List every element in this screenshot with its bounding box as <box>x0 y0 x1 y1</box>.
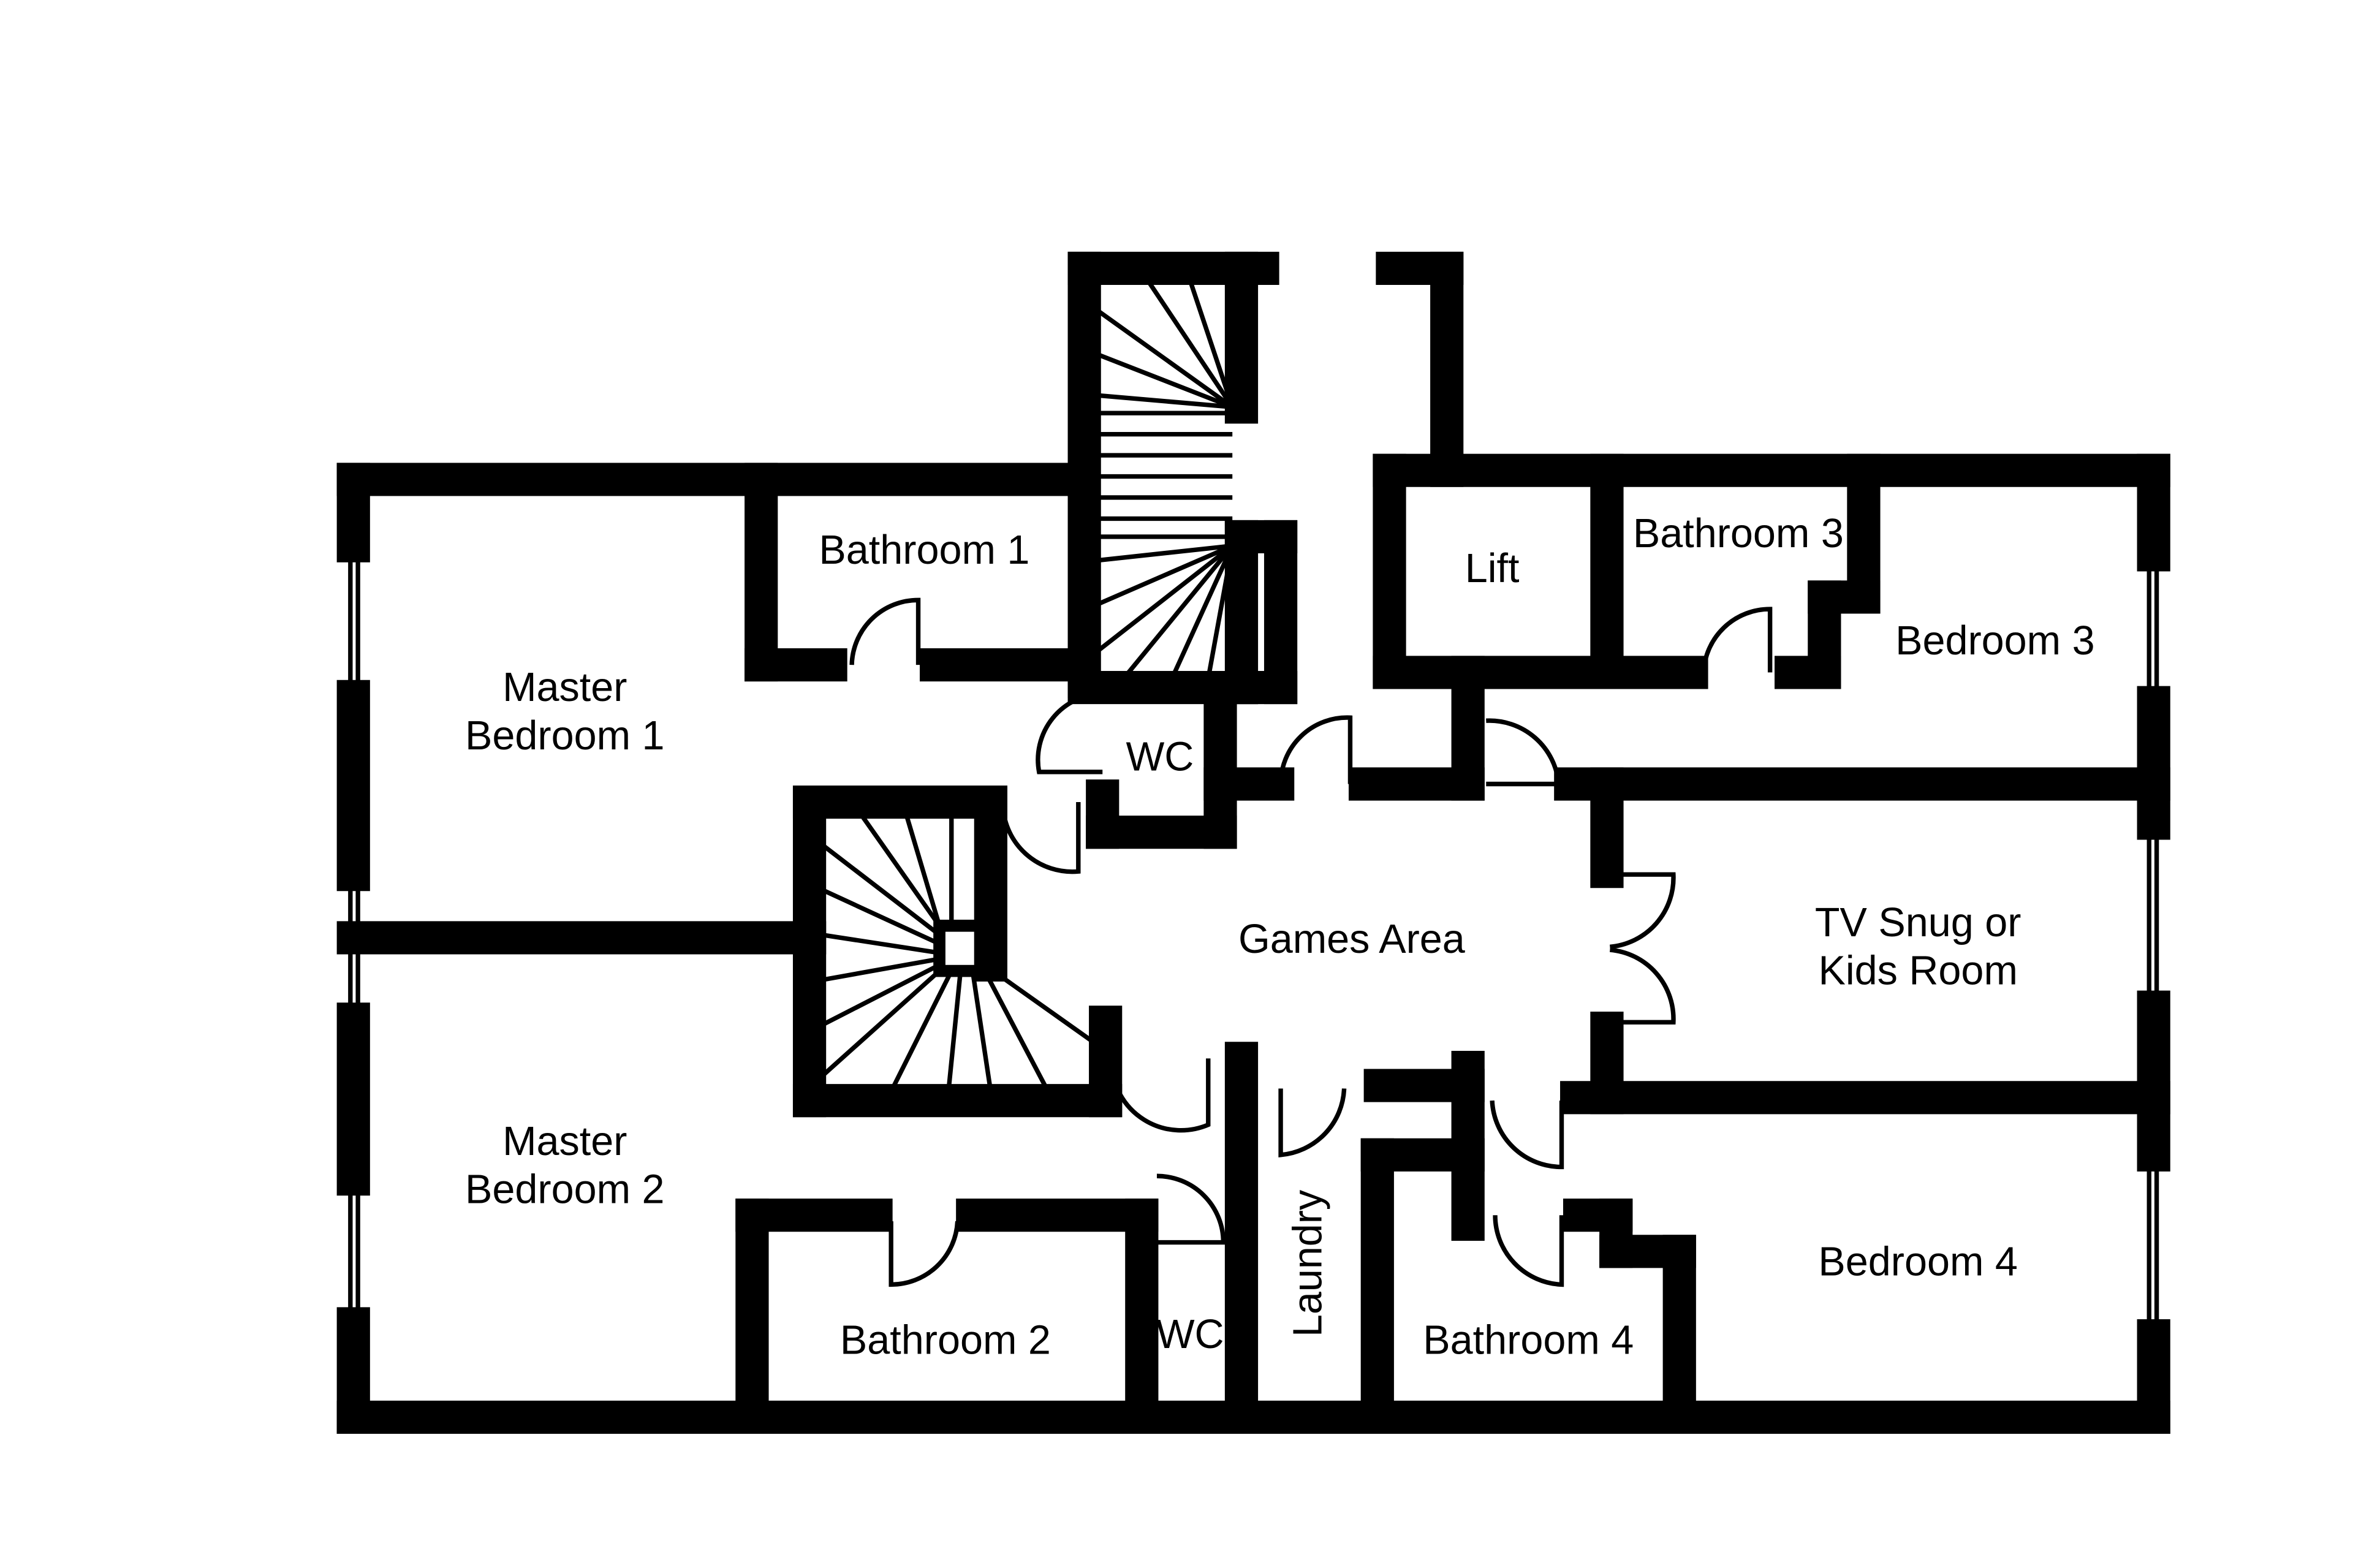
label-lift: Lift <box>1465 546 1520 591</box>
label-master-bedroom-1-line2: Bedroom 1 <box>465 713 664 759</box>
walls <box>336 251 2170 1434</box>
spiral-staircase <box>820 812 1101 1093</box>
label-games-area: Games Area <box>1238 917 1465 962</box>
label-bathroom-4: Bathroom 4 <box>1423 1318 1634 1363</box>
label-laundry: Laundry <box>1286 1189 1331 1337</box>
door-lift <box>1278 715 1353 784</box>
door-wc-lower <box>1156 1173 1226 1245</box>
door-master-1 <box>1000 802 1081 874</box>
windows <box>348 545 2159 1336</box>
label-wc-lower: WC <box>1156 1312 1224 1357</box>
door-bathroom-3 <box>1701 607 1773 673</box>
door-bathroom-4 <box>1493 1215 1564 1287</box>
label-bathroom-3: Bathroom 3 <box>1633 511 1844 556</box>
label-bedroom-4: Bedroom 4 <box>1818 1240 2017 1285</box>
door-wc-upper <box>1036 691 1103 775</box>
door-bathroom-2 <box>889 1221 960 1287</box>
label-master-bedroom-2-line2: Bedroom 2 <box>465 1167 664 1213</box>
label-wc-upper: WC <box>1126 734 1194 779</box>
label-master-bedroom-1-line1: Master <box>502 665 627 710</box>
door-master-2 <box>1109 1058 1211 1133</box>
door-bathroom-1 <box>849 597 921 665</box>
label-master-bedroom-2-line1: Master <box>502 1119 627 1164</box>
doors <box>849 597 1773 1287</box>
main-staircase <box>1092 279 1235 680</box>
door-laundry <box>1278 1088 1347 1157</box>
label-bathroom-2: Bathroom 2 <box>840 1318 1051 1363</box>
label-bedroom-3: Bedroom 3 <box>1895 618 2094 664</box>
label-tv-snug-line2: Kids Room <box>1818 949 2017 994</box>
label-tv-snug-line1: TV Snug or <box>1815 900 2021 945</box>
door-bedroom-4 <box>1490 1100 1564 1170</box>
door-bedroom-3 <box>1486 718 1561 787</box>
label-bathroom-1: Bathroom 1 <box>819 528 1029 573</box>
door-tv-2 <box>1607 947 1676 1025</box>
room-labels: Master Bedroom 1 Master Bedroom 2 Bathro… <box>465 511 2095 1363</box>
door-tv-1 <box>1607 872 1676 949</box>
